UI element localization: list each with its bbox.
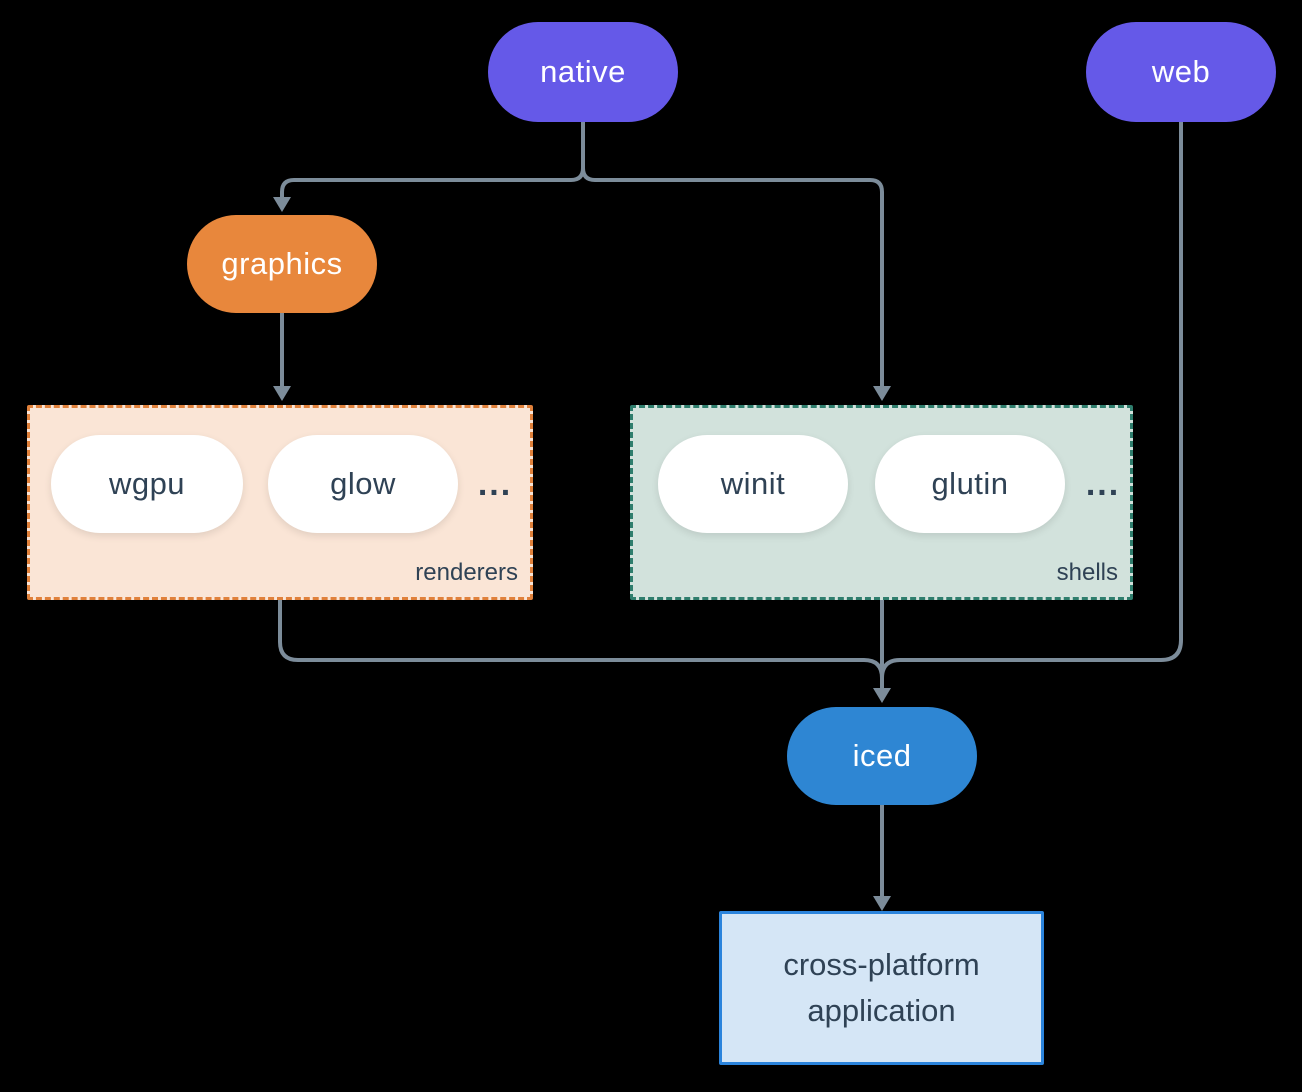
application-label-line2: application [807, 993, 956, 1028]
arrowhead-application [873, 896, 891, 911]
node-wgpu-label: wgpu [108, 466, 186, 501]
application-label-line1: cross-platform [783, 947, 980, 982]
node-wgpu: wgpu [51, 435, 243, 533]
node-glow: glow [268, 435, 458, 533]
edge-native-shells [581, 167, 884, 387]
node-glutin-label: glutin [931, 466, 1009, 501]
edge-native-graphics [280, 167, 585, 199]
node-winit: winit [658, 435, 848, 533]
node-glutin: glutin [875, 435, 1065, 533]
node-native-label: native [540, 54, 626, 89]
arrowhead-shells [873, 386, 891, 401]
node-graphics: graphics [187, 215, 377, 313]
node-native: native [488, 22, 678, 122]
arrowhead-iced [873, 688, 891, 703]
node-iced-label: iced [852, 738, 912, 773]
shells-ellipsis: ... [1085, 464, 1121, 503]
edge-renderers-iced [278, 600, 884, 679]
node-web-label: web [1151, 54, 1211, 89]
group-renderers: wgpu glow ... renderers [27, 405, 533, 600]
node-winit-label: winit [720, 466, 786, 501]
arrowhead-graphics [273, 197, 291, 212]
node-iced: iced [787, 707, 977, 805]
renderers-group-label: renderers [415, 559, 518, 586]
node-glow-label: glow [330, 466, 396, 501]
group-shells: winit glutin ... shells [630, 405, 1133, 600]
node-graphics-label: graphics [221, 246, 343, 281]
shells-group-label: shells [1056, 559, 1118, 586]
arrowhead-renderers [273, 386, 291, 401]
renderers-ellipsis: ... [477, 464, 513, 503]
node-web: web [1086, 22, 1276, 122]
node-cross-platform-application: cross-platform application [719, 911, 1044, 1065]
